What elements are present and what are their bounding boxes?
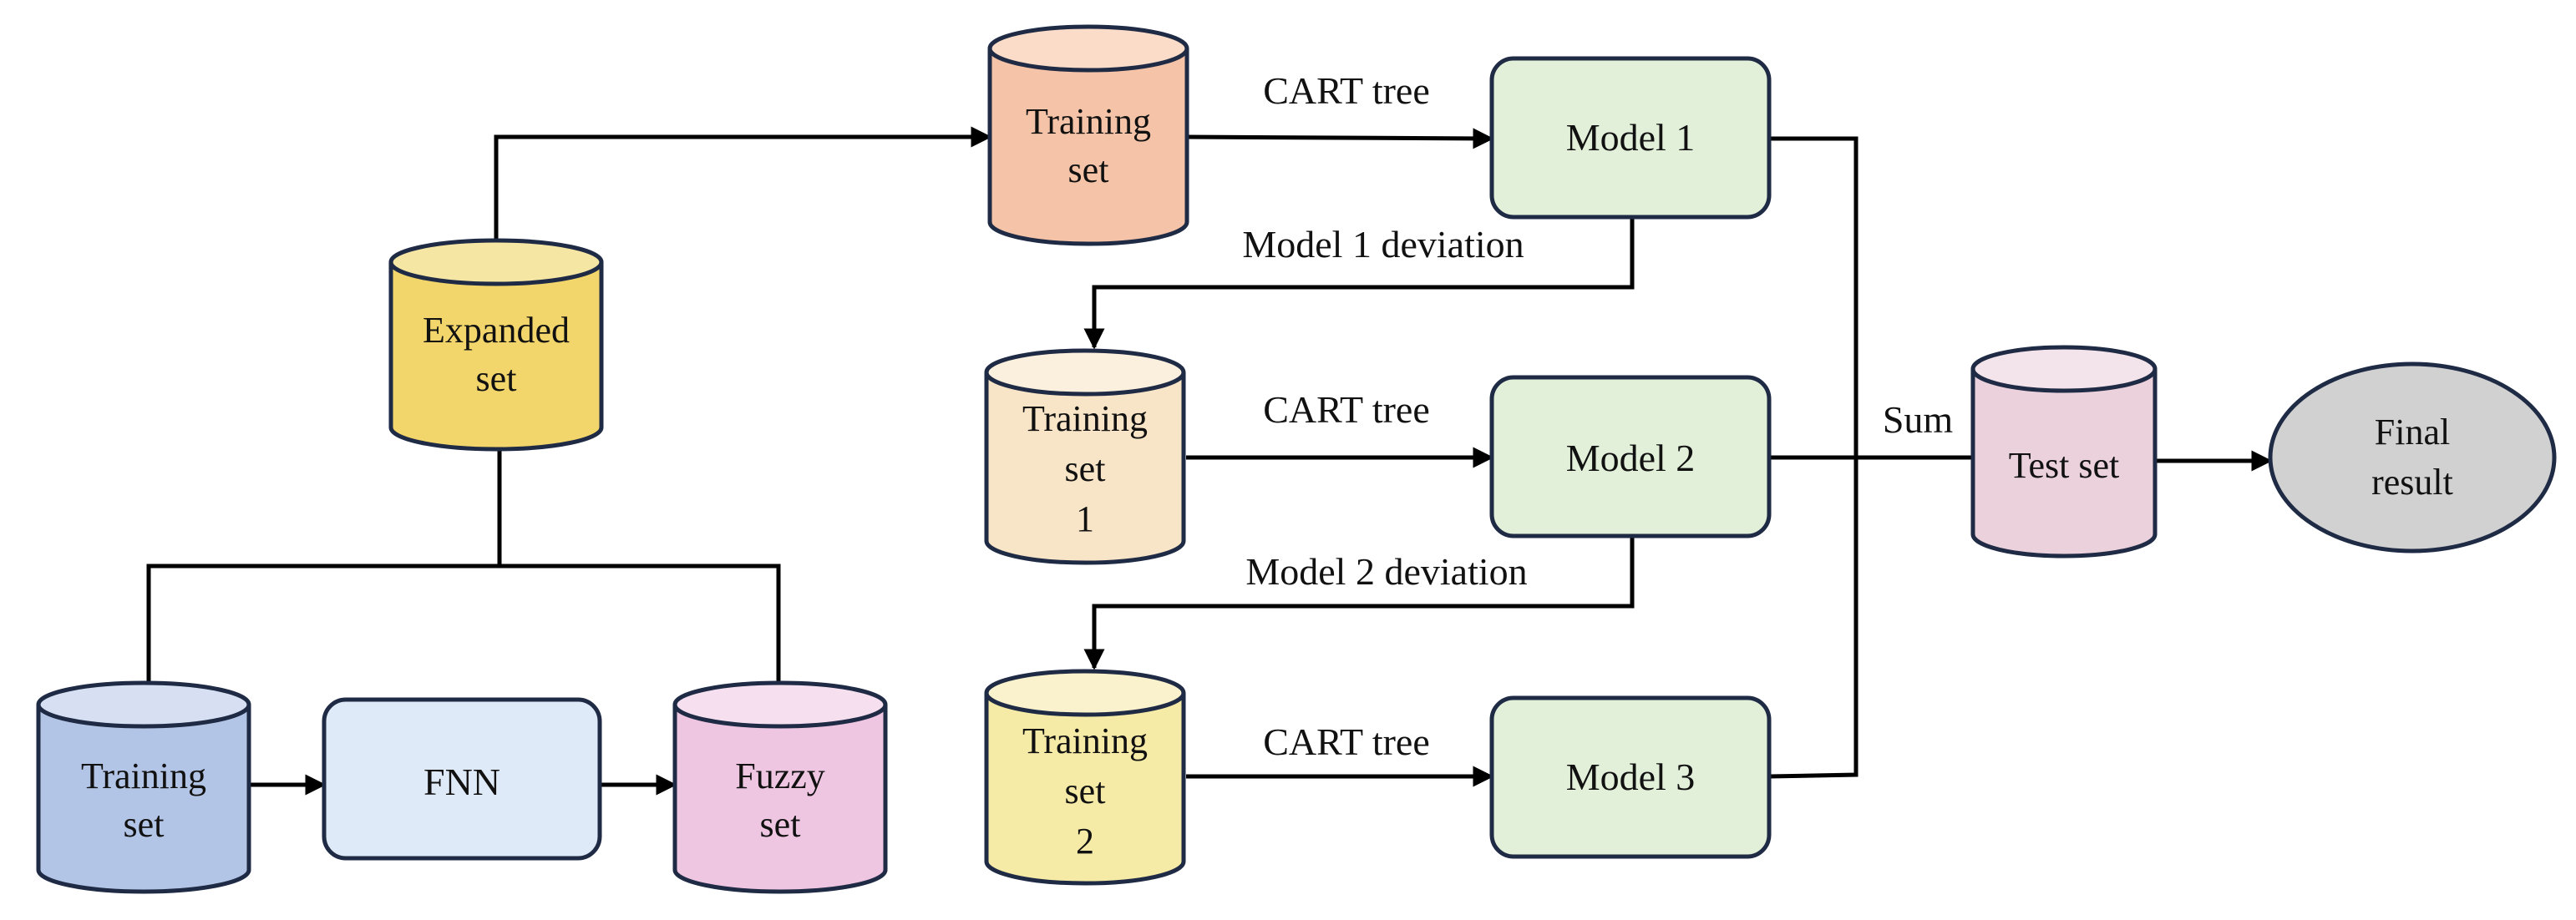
box-model2: Model 2: [1489, 375, 1772, 538]
cylinder-test-set: Test set: [1970, 345, 2158, 559]
edge-training-to-model1: [1185, 128, 1494, 149]
fnn-label: FNN: [423, 761, 500, 803]
edge-expanded-to-training: [494, 126, 992, 259]
cylinder-training-set-2: Training set 2: [984, 669, 1186, 886]
edge-model1-deviation: [1083, 217, 1635, 350]
sum-label: Sum: [1883, 398, 1954, 441]
cart-tree-label-2: CART tree: [1263, 388, 1430, 431]
training-set-2-line-2: set: [1065, 771, 1106, 811]
training-set-bottom-line-1: Training: [81, 756, 206, 796]
fuzzy-set-line-2: set: [760, 804, 801, 845]
model2-label: Model 2: [1566, 437, 1696, 479]
expanded-set-line-1: Expanded: [423, 310, 570, 351]
edge-model2-deviation: [1083, 537, 1635, 670]
training-set-1-line-2: set: [1065, 448, 1106, 489]
box-fnn: FNN: [322, 697, 602, 861]
cart-tree-label-3: CART tree: [1263, 720, 1430, 763]
training-set-bottom-line-2: set: [124, 804, 165, 845]
cylinder-training-set-bottom: Training set: [36, 680, 251, 894]
connectors: [146, 126, 2273, 796]
model1-label: Model 1: [1566, 116, 1696, 159]
cylinder-training-set-1: Training set 1: [984, 348, 1186, 565]
training-set-top-line-1: Training: [1026, 101, 1151, 142]
training-set-top-line-2: set: [1068, 149, 1109, 190]
cylinder-fuzzy-set: Fuzzy set: [672, 680, 888, 894]
final-result-line-1: Final: [2375, 412, 2450, 452]
cart-tree-label-1: CART tree: [1263, 69, 1430, 112]
training-set-2-line-3: 2: [1076, 821, 1094, 862]
box-model1: Model 1: [1489, 56, 1772, 220]
final-result: Final result: [2268, 361, 2557, 554]
model2-deviation-label: Model 2 deviation: [1245, 550, 1527, 593]
cylinder-expanded-set: Expanded set: [388, 238, 604, 452]
cylinder-training-set-top: Training set: [987, 24, 1189, 246]
test-set-label: Test set: [2009, 445, 2120, 486]
training-set-1-line-1: Training: [1022, 398, 1148, 439]
final-result-line-2: result: [2371, 462, 2453, 503]
training-set-2-line-1: Training: [1022, 720, 1148, 761]
model3-label: Model 3: [1566, 756, 1696, 798]
edge-junction-left: [146, 564, 499, 693]
box-model3: Model 3: [1489, 695, 1772, 859]
model1-deviation-label: Model 1 deviation: [1242, 223, 1524, 265]
training-set-1-line-3: 1: [1076, 498, 1094, 539]
expanded-set-line-2: set: [476, 358, 517, 399]
edge-junction-right: [499, 564, 781, 693]
fuzzy-set-line-1: Fuzzy: [735, 756, 825, 796]
